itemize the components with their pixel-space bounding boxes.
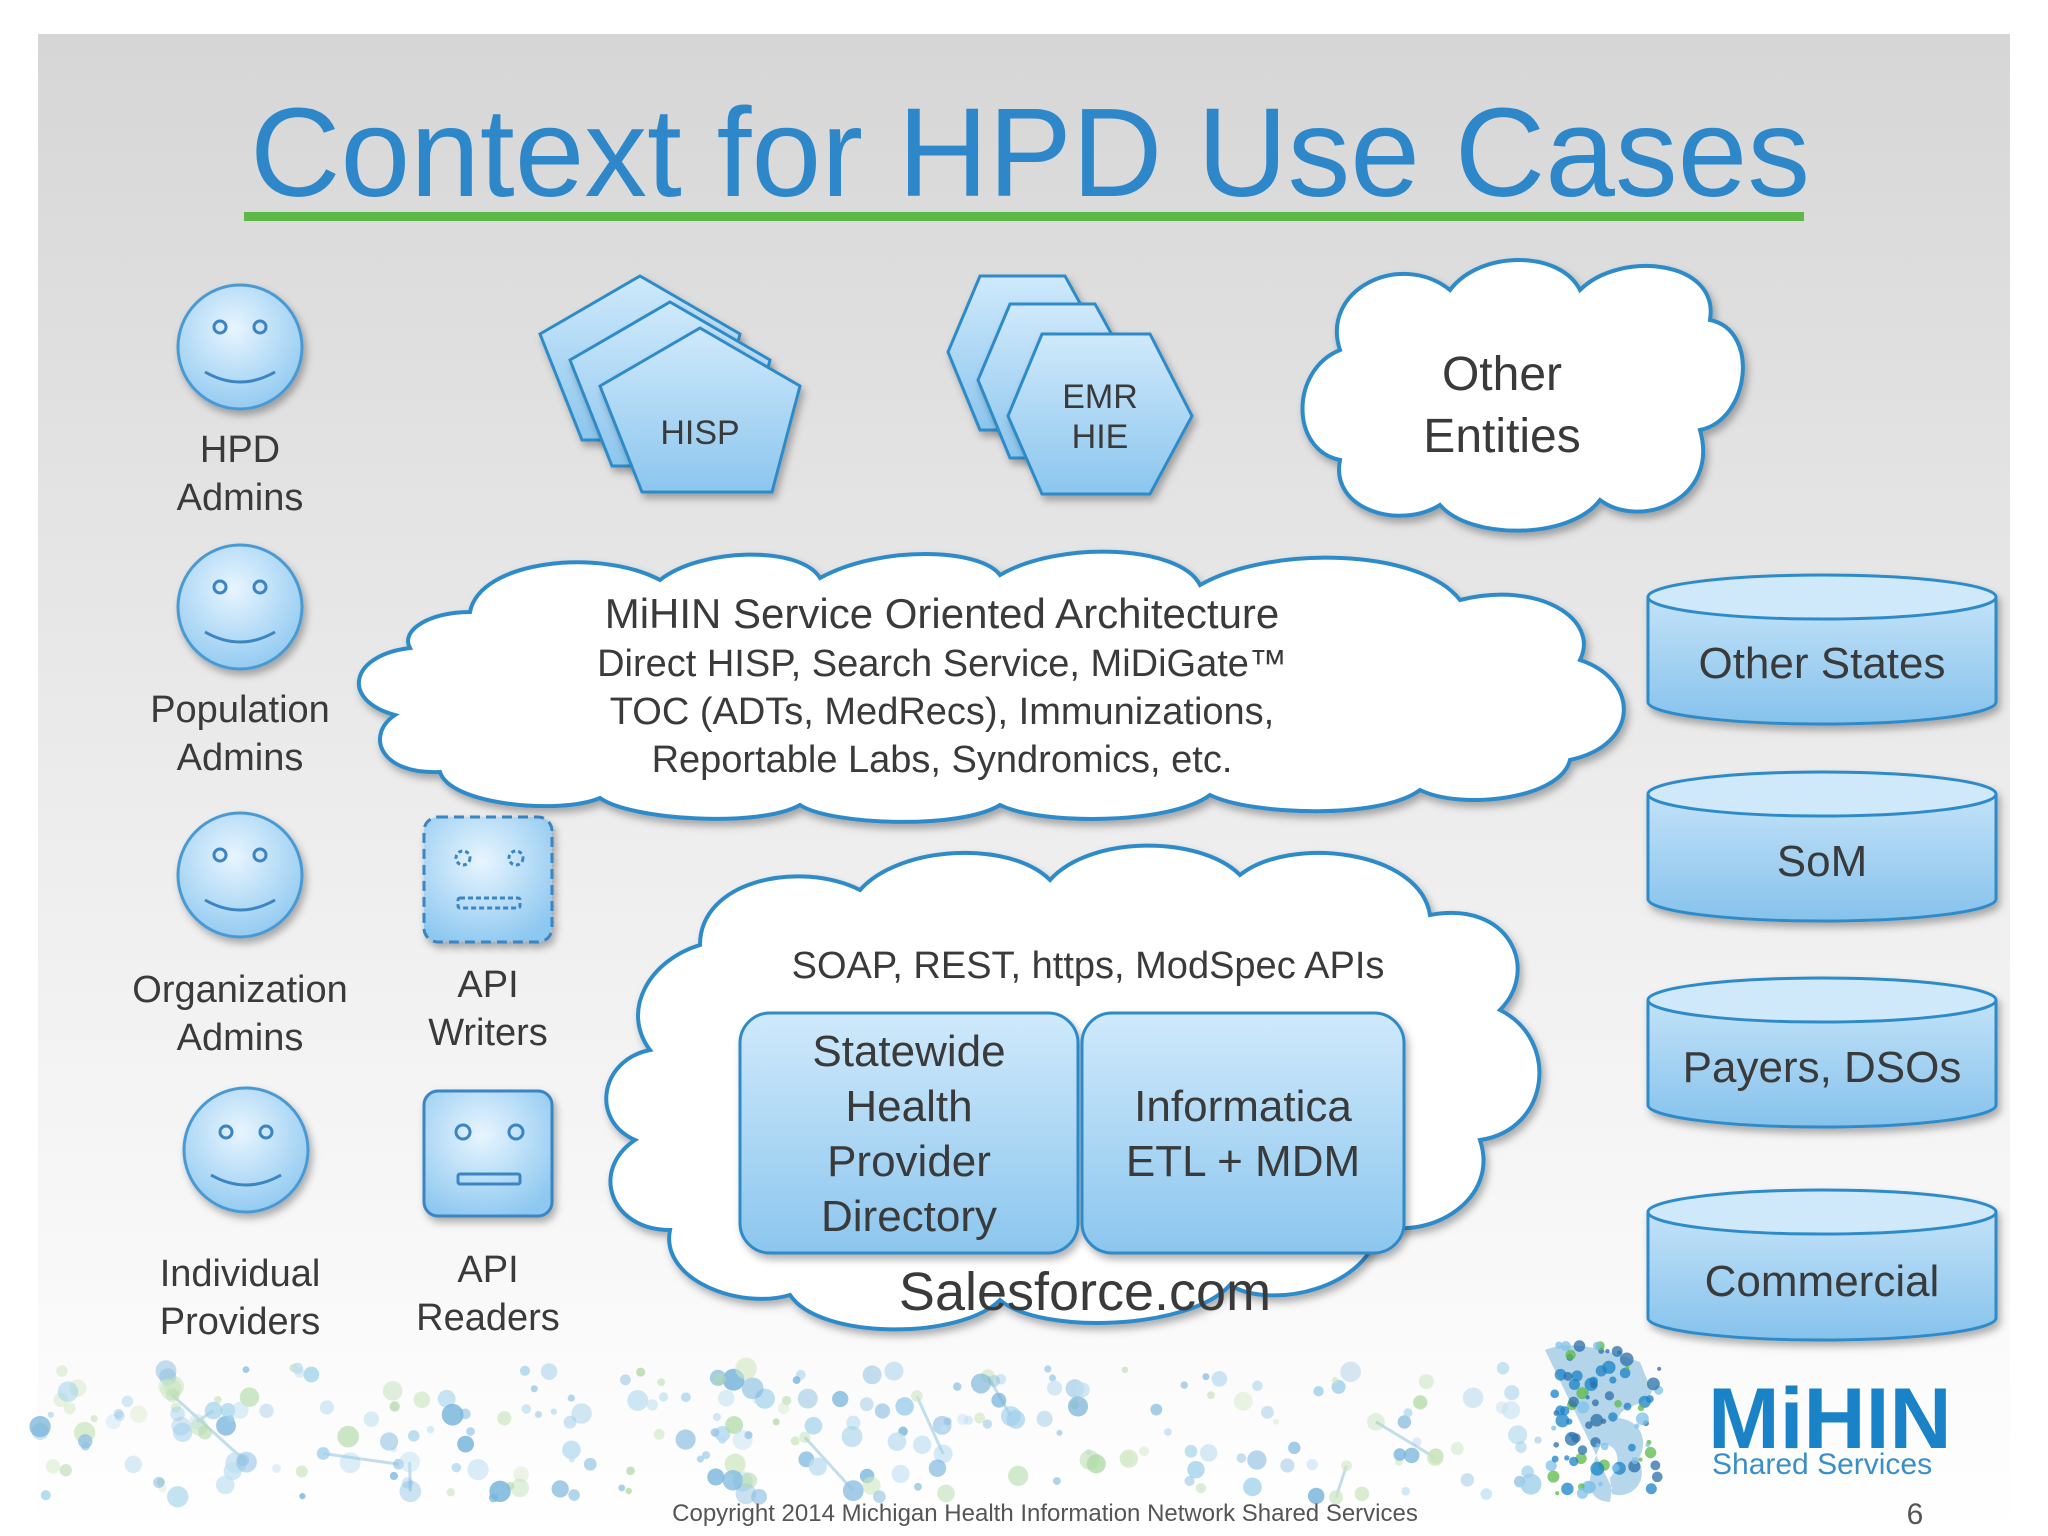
api-readers-line1: API bbox=[457, 1249, 518, 1291]
network-decoration bbox=[29, 1357, 1542, 1508]
soa-title: MiHIN Service Oriented Architecture bbox=[605, 590, 1280, 637]
hisp-label: HISP bbox=[660, 414, 739, 452]
mihin-logo: MiHIN Shared Services bbox=[1545, 1340, 1952, 1502]
actor-label-line2: Admins bbox=[177, 1017, 304, 1059]
database-label: Payers, DSOs bbox=[1683, 1043, 1962, 1092]
robot-icon bbox=[422, 1089, 554, 1218]
salesforce-platform: Salesforce.com bbox=[899, 1262, 1271, 1322]
hie-label: HIE bbox=[1072, 418, 1129, 456]
database-label: Commercial bbox=[1705, 1257, 1940, 1306]
hexagon-stack-icon bbox=[946, 274, 1194, 496]
smiley-icon bbox=[176, 283, 304, 411]
michigan-map-icon bbox=[1545, 1340, 1664, 1502]
smiley-icon bbox=[176, 543, 304, 671]
database-cylinder-icon bbox=[1646, 976, 1998, 1129]
actor-label-line1: Organization bbox=[132, 969, 347, 1011]
pentagon-stack-icon bbox=[538, 274, 802, 494]
soa-line1: Direct HISP, Search Service, MiDiGate™ bbox=[597, 643, 1287, 685]
cloud-icon bbox=[1300, 258, 1745, 533]
hisp-entity: HISP bbox=[538, 274, 802, 494]
statewide-hpd-line4: Directory bbox=[821, 1192, 997, 1241]
soa-line3: Reportable Labs, Syndromics, etc. bbox=[652, 739, 1233, 781]
cloud-icon bbox=[356, 549, 1626, 824]
informatica-line1: Informatica bbox=[1134, 1082, 1352, 1131]
logo-tagline: Shared Services bbox=[1712, 1448, 1932, 1481]
database-cylinder-icon bbox=[1646, 573, 1998, 726]
api-writers-line2: Writers bbox=[428, 1012, 548, 1054]
database-commercial: Commercial bbox=[1646, 1188, 1998, 1342]
copyright-text: Copyright 2014 Michigan Health Informati… bbox=[672, 1500, 1418, 1527]
database-payers-dsos: Payers, DSOs bbox=[1646, 976, 1998, 1129]
database-som: SoM bbox=[1646, 770, 1998, 923]
page-number: 6 bbox=[1907, 1498, 1924, 1531]
other-entities-line2: Entities bbox=[1423, 410, 1580, 463]
informatica-line2: ETL + MDM bbox=[1126, 1137, 1360, 1186]
smiley-icon bbox=[176, 811, 304, 939]
emr-label: EMR bbox=[1062, 378, 1138, 416]
title-underline bbox=[244, 212, 1804, 221]
statewide-hpd-box: Statewide Health Provider Directory bbox=[738, 1011, 1080, 1255]
actor-individual-providers: Individual Providers bbox=[160, 1086, 321, 1343]
salesforce-cloud: SOAP, REST, https, ModSpec APIs Statewid… bbox=[604, 843, 1542, 1332]
logo-name: MiHIN bbox=[1708, 1371, 1952, 1467]
salesforce-apis: SOAP, REST, https, ModSpec APIs bbox=[792, 945, 1385, 987]
other-entities-line1: Other bbox=[1442, 348, 1562, 401]
statewide-hpd-line2: Health bbox=[845, 1082, 972, 1131]
actor-hpd-admins: HPD Admins bbox=[176, 283, 304, 519]
actor-organization-admins: Organization Admins bbox=[132, 811, 348, 1059]
soa-cloud: MiHIN Service Oriented Architecture Dire… bbox=[356, 549, 1626, 824]
api-readers: API Readers bbox=[416, 1089, 560, 1339]
statewide-hpd-line1: Statewide bbox=[812, 1027, 1005, 1076]
database-label: Other States bbox=[1698, 639, 1945, 688]
api-writers: API Writers bbox=[422, 815, 554, 1054]
actor-label-line1: HPD bbox=[200, 429, 280, 471]
other-entities-cloud: Other Entities bbox=[1300, 258, 1745, 533]
actor-label-line2: Admins bbox=[177, 477, 304, 519]
actor-label-line2: Admins bbox=[177, 737, 304, 779]
slide-title: Context for HPD Use Cases bbox=[250, 82, 1810, 223]
smiley-icon bbox=[182, 1086, 310, 1214]
database-other-states: Other States bbox=[1646, 573, 1998, 726]
informatica-box: Informatica ETL + MDM bbox=[1080, 1011, 1406, 1255]
api-readers-line2: Readers bbox=[416, 1297, 560, 1339]
actor-population-admins: Population Admins bbox=[150, 543, 330, 779]
statewide-hpd-line3: Provider bbox=[827, 1137, 991, 1186]
database-cylinder-icon bbox=[1646, 1188, 1998, 1342]
api-writers-line1: API bbox=[457, 964, 518, 1006]
actor-label-line2: Providers bbox=[160, 1301, 321, 1343]
soa-line2: TOC (ADTs, MedRecs), Immunizations, bbox=[610, 691, 1274, 733]
robot-icon bbox=[422, 815, 554, 944]
actor-label-line1: Individual bbox=[160, 1253, 321, 1295]
emr-hie-entity: EMR HIE bbox=[946, 274, 1194, 496]
actor-label-line1: Population bbox=[150, 689, 330, 731]
database-cylinder-icon bbox=[1646, 770, 1998, 923]
database-label: SoM bbox=[1777, 837, 1867, 886]
